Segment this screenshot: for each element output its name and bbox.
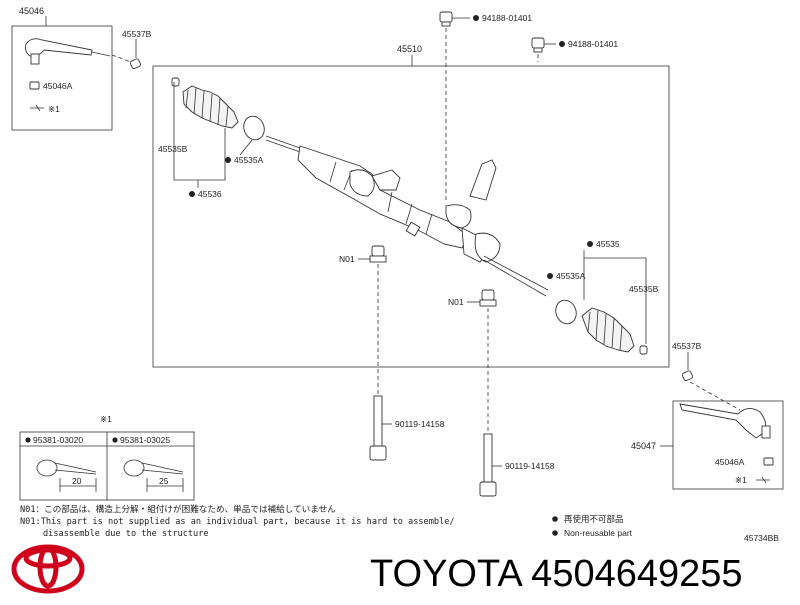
label-45535B-left: 45535B — [158, 144, 188, 154]
label-note-ref-right: ※1 — [735, 475, 747, 485]
non-reusable-dot — [473, 15, 479, 21]
tie-rod-end-left — [25, 38, 111, 65]
fitting-n01-mid — [479, 289, 497, 307]
label-n01-left: N01 — [339, 254, 355, 264]
label-45535A-left: 45535A — [234, 155, 264, 165]
label-45535B-right: 45535B — [629, 284, 659, 294]
legend-dot — [552, 516, 558, 522]
boot-clip-45537B-top — [129, 58, 142, 70]
right-boot-45535 — [581, 307, 635, 353]
label-90119-a: 90119-14158 — [395, 419, 445, 429]
non-reusable-dot — [225, 157, 231, 163]
label-94188-a: 94188-01401 — [482, 13, 532, 23]
cotter-pin-icon — [30, 104, 44, 112]
figure-number: 45734BB — [744, 533, 779, 543]
boot-clip-45537B-right — [681, 370, 694, 382]
toyota-logo-icon — [11, 544, 85, 594]
note-english-line2: disassemble due to the structure — [43, 529, 209, 539]
cotter-a-part-no: 95381-03020 — [33, 435, 83, 445]
cotter-pin-a — [36, 459, 97, 492]
bolt-94188-b — [531, 37, 545, 53]
label-45535-right: 45535 — [596, 239, 620, 249]
boot-clamp-ring-right — [555, 299, 577, 325]
tie-rod-end-box-right — [672, 400, 784, 490]
label-45510: 45510 — [397, 44, 422, 54]
non-reusable-dot — [587, 241, 593, 247]
label-45046: 45046 — [19, 6, 44, 16]
legend-japanese: 再使用不可部品 — [564, 514, 624, 524]
fitting-n01-left — [369, 245, 387, 263]
cotter-b-length: 25 — [159, 476, 169, 486]
boot-clamp-ring-left — [243, 115, 265, 141]
label-45536: 45536 — [198, 189, 222, 199]
cotter-a-length: 20 — [72, 476, 82, 486]
note-japanese: N01：この部品は、構造上分解・組付けが困難なため、単品では補給していません — [20, 503, 336, 515]
label-cotter-ref: ※1 — [100, 414, 112, 424]
non-reusable-dot — [25, 437, 31, 443]
cotter-pin-table — [19, 431, 195, 501]
non-reusable-dot — [112, 437, 118, 443]
non-reusable-dot — [547, 273, 553, 279]
cotter-pin-icon — [756, 476, 770, 484]
tie-rod-end-right — [679, 403, 771, 439]
left-boot-45535 — [182, 85, 239, 129]
label-90119-b: 90119-14158 — [505, 461, 555, 471]
label-45537B-right: 45537B — [672, 341, 702, 351]
label-94188-b: 94188-01401 — [568, 39, 618, 49]
steering-gear-assembly-box — [152, 65, 670, 368]
note-english-line1: N01:This part is not supplied as an indi… — [20, 517, 455, 527]
cotter-pin-b — [123, 459, 184, 492]
tie-rod-end-box-left — [11, 25, 113, 131]
bolt-90119-b — [479, 433, 497, 497]
rack-housing — [265, 135, 549, 297]
legend-english: Non-reusable part — [564, 528, 633, 538]
label-45046A-right: 45046A — [715, 457, 745, 467]
non-reusable-dot — [189, 191, 195, 197]
label-45046A-top: 45046A — [43, 81, 73, 91]
label-note-ref-top: ※1 — [48, 104, 60, 114]
nut-45046A-left — [29, 81, 40, 90]
label-45537B-top: 45537B — [122, 29, 152, 39]
boot-clip-right — [639, 345, 648, 355]
bolt-90119-a — [369, 395, 387, 461]
bolt-94188-a — [439, 11, 453, 27]
boot-clip-left — [171, 77, 180, 87]
legend-dot — [552, 530, 558, 536]
nut-45046A-right — [763, 457, 774, 466]
label-45535A-right: 45535A — [556, 271, 586, 281]
non-reusable-dot — [559, 41, 565, 47]
cotter-b-part-no: 95381-03025 — [120, 435, 170, 445]
label-n01-mid: N01 — [448, 297, 464, 307]
caption-title: TOYOTA 4504649255 — [370, 553, 743, 595]
label-45047: 45047 — [631, 441, 656, 451]
